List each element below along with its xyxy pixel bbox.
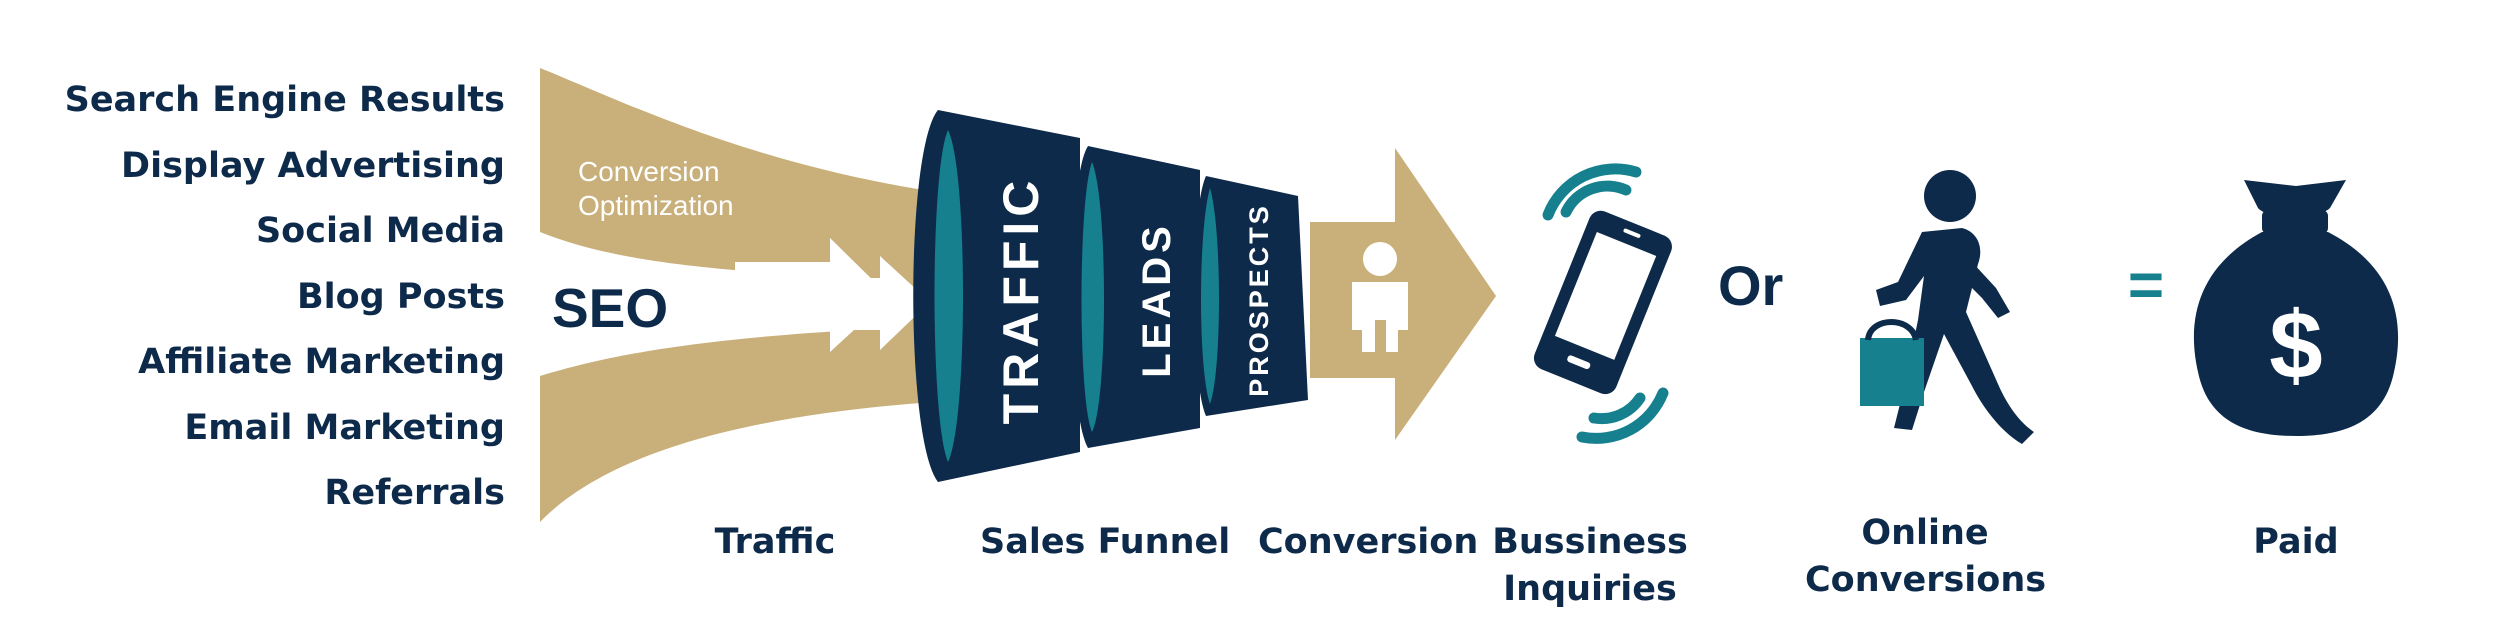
- funnel-stage-leads: LEADS: [1071, 146, 1200, 448]
- label-traffic: Traffic: [714, 522, 836, 562]
- source-search-engine-results: Search Engine Results: [64, 80, 505, 120]
- label-business-inquiries: Bussiness Inquiries: [1492, 522, 1688, 609]
- stage-traffic-label: TRAFFIC: [993, 176, 1049, 425]
- label-online-conversions: Online Conversions: [1805, 513, 2047, 600]
- source-display-advertising: Display Advertising: [121, 145, 505, 186]
- traffic-sources-list: Search Engine Results Display Advertisin…: [65, 68, 505, 527]
- funnel-stage-traffic: TRAFFIC: [913, 110, 1080, 482]
- label-paid: Paid: [2253, 522, 2339, 562]
- or-label: Or: [1718, 254, 1783, 317]
- stage-leads-label: LEADS: [1135, 222, 1179, 378]
- dollar-sign: $: [2269, 292, 2322, 399]
- label-sales-funnel: Sales Funnel: [980, 522, 1231, 562]
- source-affiliate-marketing: Affiliate Marketing: [138, 342, 505, 382]
- label-conversion: Conversion: [1258, 522, 1479, 562]
- source-email-marketing: Email Marketing: [184, 407, 505, 448]
- smartphone-icon: [1533, 163, 1672, 444]
- stage-prospects-label: PROSPECTS: [1244, 203, 1274, 397]
- source-blog-posts: Blog Posts: [296, 276, 505, 317]
- walking-shopper-icon: [1860, 170, 2034, 444]
- money-bag-icon: $: [2193, 180, 2399, 436]
- traffic-inflow-shape: [540, 68, 965, 522]
- funnel-stage-prospects: PROSPECTS: [1194, 176, 1308, 416]
- source-referrals: Referrals: [324, 473, 505, 513]
- equals-sign: =: [2128, 251, 2164, 320]
- conversion-optimization-line2: Optimization: [578, 190, 734, 221]
- conversion-optimization-line1: Conversion: [578, 156, 720, 187]
- seo-label: SEO: [552, 277, 668, 339]
- person-icon: [1352, 242, 1408, 352]
- source-social-media: Social Media: [255, 211, 505, 251]
